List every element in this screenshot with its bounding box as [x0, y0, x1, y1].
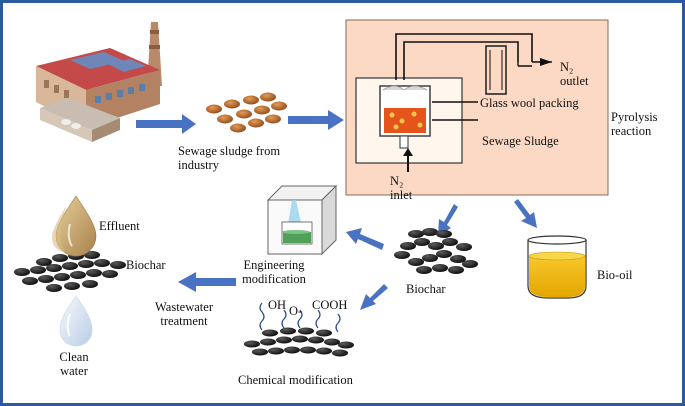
n2-outlet-line2: outlet [560, 74, 589, 88]
chemical-modified-biochar-icon [244, 302, 354, 357]
pyrolysis-reactor-icon [345, 19, 609, 196]
glass-wool-label: Glass wool packing [480, 96, 579, 110]
pyrolysis-line2: reaction [611, 124, 652, 138]
o-group-label: O- [289, 304, 303, 318]
arrow-reactor-to-biooil [514, 199, 537, 228]
clean-water-line2: water [60, 364, 88, 378]
chemical-label: Chemical modification [238, 373, 353, 387]
sewage-sludge-label: Sewage sludge from industry [178, 144, 328, 172]
wastewater-line1: Wastewater [155, 300, 213, 314]
bio-oil-beaker-icon [527, 235, 587, 299]
biochar-left-label: Biochar [126, 258, 166, 272]
effluent-label: Effluent [99, 219, 140, 233]
sewage-sludge-label-line1: Sewage sludge from [178, 144, 281, 158]
engineering-line1: Engineering [243, 258, 305, 272]
biochar-pile-icon [394, 228, 478, 274]
n2-outlet-line1: N₂ [560, 60, 574, 74]
cooh-group-label: COOH [312, 298, 348, 312]
wastewater-label: Wastewater treatment [148, 300, 220, 328]
engineering-modification-icon [266, 184, 338, 256]
arrow-factory-to-sludge [136, 114, 196, 134]
effluent-drop-icon [52, 195, 97, 257]
n2-outlet-label: N₂ outlet [560, 60, 588, 88]
clean-water-label: Clean water [44, 350, 104, 378]
biochar-center-label: Biochar [406, 282, 446, 296]
factory-icon [36, 22, 162, 142]
pyrolysis-line1: Pyrolysis [611, 110, 658, 124]
n2-inlet-label: N₂ inlet [390, 174, 412, 202]
sewage-sludge-label-line2: industry [178, 158, 219, 172]
clean-water-drop-icon [59, 295, 93, 347]
sewage-sludge-reactor-label: Sewage Sludge [482, 134, 559, 148]
bio-oil-label: Bio-oil [597, 268, 633, 282]
oh-group-label: OH [268, 298, 287, 312]
arrow-reactor-to-biochar [438, 204, 458, 236]
arrow-engineering-to-treatment [178, 272, 236, 292]
arrow-biochar-to-chemical [360, 284, 388, 310]
n2-inlet-line2: inlet [390, 188, 413, 202]
sludge-pellets-icon [206, 92, 287, 133]
engineering-line2: modification [242, 272, 306, 286]
n2-inlet-line1: N₂ [390, 174, 404, 188]
engineering-label: Engineering modification [232, 258, 316, 286]
pyrolysis-label: Pyrolysis reaction [611, 110, 658, 138]
clean-water-line1: Clean [59, 350, 89, 364]
wastewater-line2: treatment [160, 314, 208, 328]
arrow-biochar-to-engineering [346, 228, 384, 250]
arrow-sludge-to-reactor [288, 110, 344, 130]
